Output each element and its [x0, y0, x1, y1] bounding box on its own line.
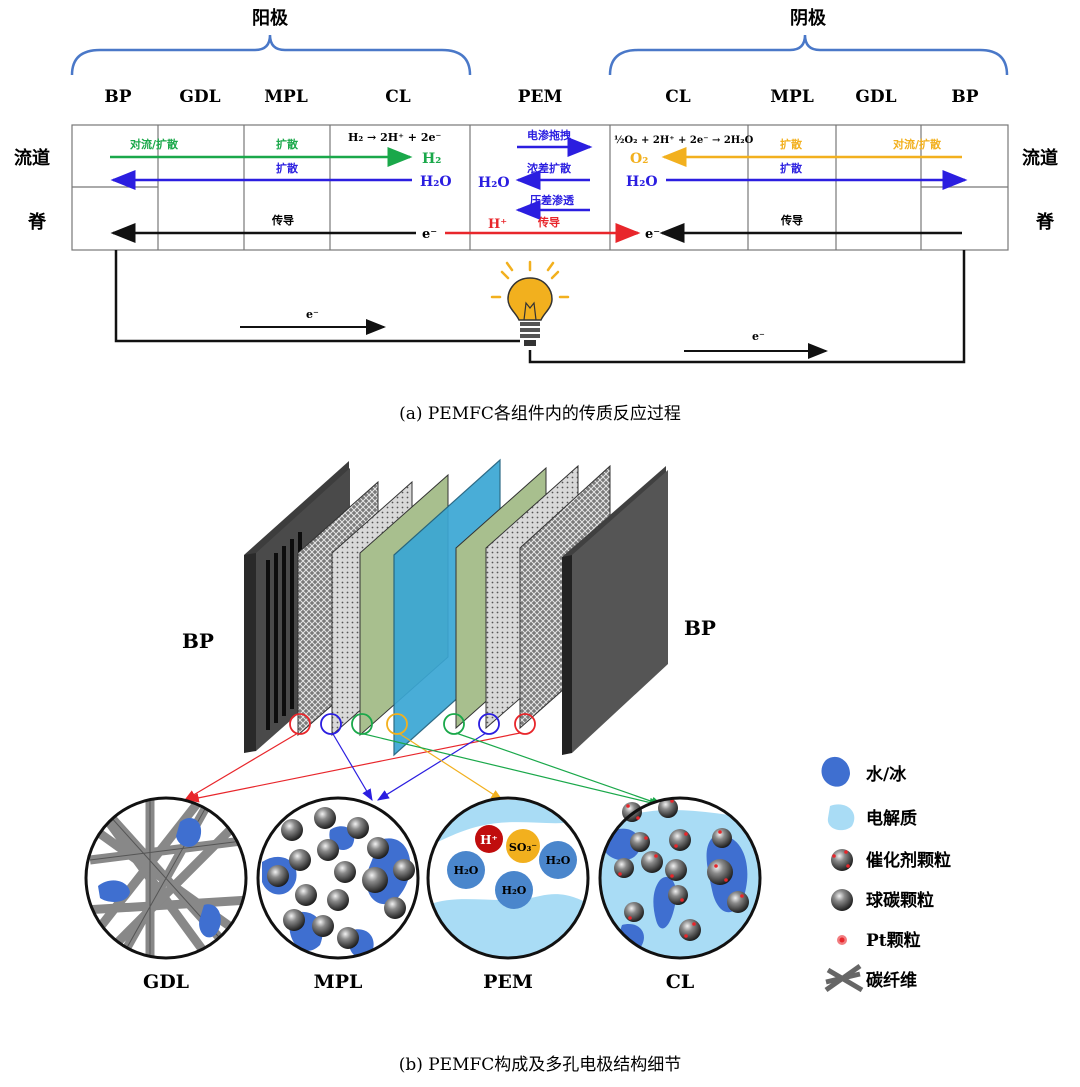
legend-electrolyte-icon	[827, 804, 855, 831]
pem-detail: H⁺ SO₃⁻ H₂O H₂O H₂O	[426, 796, 590, 960]
legend-catalyst-icon	[831, 849, 853, 871]
proton-conduction-label: 传导	[537, 215, 560, 229]
back-diffusion-label: 浓差扩散	[527, 161, 572, 175]
anode-label: 阳极	[252, 8, 289, 29]
circle-label-mpl: MPL	[314, 971, 363, 993]
h2-label: H₂	[422, 151, 441, 167]
highlight-pem	[386, 713, 408, 735]
cathode-label: 阴极	[790, 8, 827, 29]
h2o-diffusion-label-right: 扩散	[780, 161, 803, 175]
mpl-diffusion-label: 扩散	[276, 137, 299, 151]
eod-label: 电渗拖拽	[527, 128, 571, 142]
layer-label-bp-left: BP	[104, 87, 131, 107]
pointer-gdl-right	[186, 732, 521, 803]
cathode-reaction: ½O₂ + 2H⁺ + 2e⁻ → 2H₂O	[614, 135, 754, 146]
highlight-gdl-right	[514, 713, 536, 735]
legend-electrolyte: 电解质	[866, 808, 917, 829]
legend-carbon-ball: 球碳颗粒	[866, 890, 934, 911]
electron-label-circuit-left: e⁻	[306, 308, 319, 321]
h2o-label-cathode: H₂O	[626, 174, 658, 190]
legend-water-icon	[821, 756, 850, 787]
layer-label-cl-right: CL	[665, 87, 691, 107]
circle-label-cl: CL	[666, 971, 694, 993]
layer-label-mpl-right: MPL	[770, 87, 814, 107]
anode-reaction: H₂ → 2H⁺ + 2e⁻	[348, 131, 441, 144]
highlight-cl-right	[443, 713, 465, 735]
legend-pt: Pt颗粒	[866, 930, 921, 951]
rib-label-right: 脊	[1035, 211, 1055, 233]
electron-label-circuit-right: e⁻	[752, 330, 765, 343]
legend-water: 水/冰	[866, 764, 907, 785]
highlight-mpl-left	[320, 713, 342, 735]
anode-brace	[70, 34, 472, 76]
bp-label-left: BP	[182, 629, 214, 653]
o2-label: O₂	[630, 151, 648, 167]
layer-label-gdl-right: GDL	[855, 87, 896, 107]
legend-carbon-ball-icon	[831, 889, 853, 911]
pem-h2o-3: H₂O	[502, 884, 527, 897]
electron-label-anode: e⁻	[422, 227, 437, 242]
carbon-balls	[267, 807, 415, 949]
highlight-cl-left	[351, 713, 373, 735]
hydraulic-label: 压差渗透	[530, 193, 575, 207]
pointer-mpl-left	[332, 733, 373, 802]
highlight-gdl-left	[289, 713, 311, 735]
mpl-detail	[256, 796, 420, 960]
layer-label-cl-left: CL	[385, 87, 411, 107]
legend-carbon-fiber-icon	[824, 963, 864, 993]
pointer-gdl-left	[183, 732, 299, 801]
pem-h-plus: H⁺	[480, 833, 498, 847]
gdl-detail	[84, 796, 248, 960]
cl-detail	[598, 796, 762, 960]
rib-label-left: 脊	[27, 211, 47, 233]
h2o-label-anode: H₂O	[420, 174, 452, 190]
layer-label-pem: PEM	[518, 87, 563, 107]
mpl-diffusion-label-cathode: 扩散	[780, 137, 803, 151]
pem-h2o-2: H₂O	[546, 854, 571, 867]
legend-catalyst: 催化剂颗粒	[866, 850, 951, 871]
channel-label-left: 流道	[14, 147, 50, 169]
pointer-mpl-right	[376, 732, 487, 801]
pem-so3: SO₃⁻	[509, 841, 537, 854]
channel-label-right: 流道	[1022, 147, 1058, 169]
pointer-cl-right	[455, 732, 664, 806]
h2-transport-label: 对流/扩散	[130, 137, 179, 151]
lightbulb-icon	[490, 260, 570, 346]
h2o-diffusion-label-left: 扩散	[276, 161, 299, 175]
circle-label-gdl: GDL	[143, 971, 189, 993]
caption-b: (b) PEMFC构成及多孔电极结构细节	[399, 1055, 682, 1075]
bipolar-plate-right	[562, 466, 668, 755]
layer-grid	[71, 124, 1009, 251]
o2-transport-label: 对流/扩散	[893, 137, 942, 151]
exploded-stack	[244, 458, 668, 757]
electron-label-cathode: e⁻	[645, 227, 660, 242]
legend: 水/冰 电解质 催化剂颗粒 球碳颗粒 Pt颗粒 碳纤维	[821, 756, 951, 993]
conduction-label-anode: 传导	[271, 213, 294, 227]
pointer-pem	[399, 733, 504, 801]
h2o-label-pem: H₂O	[478, 175, 510, 191]
pointer-cl-left	[363, 733, 662, 808]
highlight-mpl-right	[478, 713, 500, 735]
conduction-label-cathode: 传导	[780, 213, 803, 227]
cathode-brace	[608, 34, 1009, 76]
bp-label-right: BP	[684, 616, 716, 640]
layer-label-gdl-left: GDL	[179, 87, 220, 107]
layer-label-bp-right: BP	[951, 87, 978, 107]
caption-a: (a) PEMFC各组件内的传质反应过程	[399, 404, 681, 424]
external-circuit-right	[528, 250, 966, 364]
proton-label: H⁺	[488, 217, 507, 232]
external-circuit-left	[114, 250, 520, 343]
pem-h2o-1: H₂O	[454, 864, 479, 877]
layer-label-mpl-left: MPL	[264, 87, 308, 107]
circle-label-pem: PEM	[483, 971, 533, 993]
legend-carbon-fiber: 碳纤维	[866, 970, 917, 991]
